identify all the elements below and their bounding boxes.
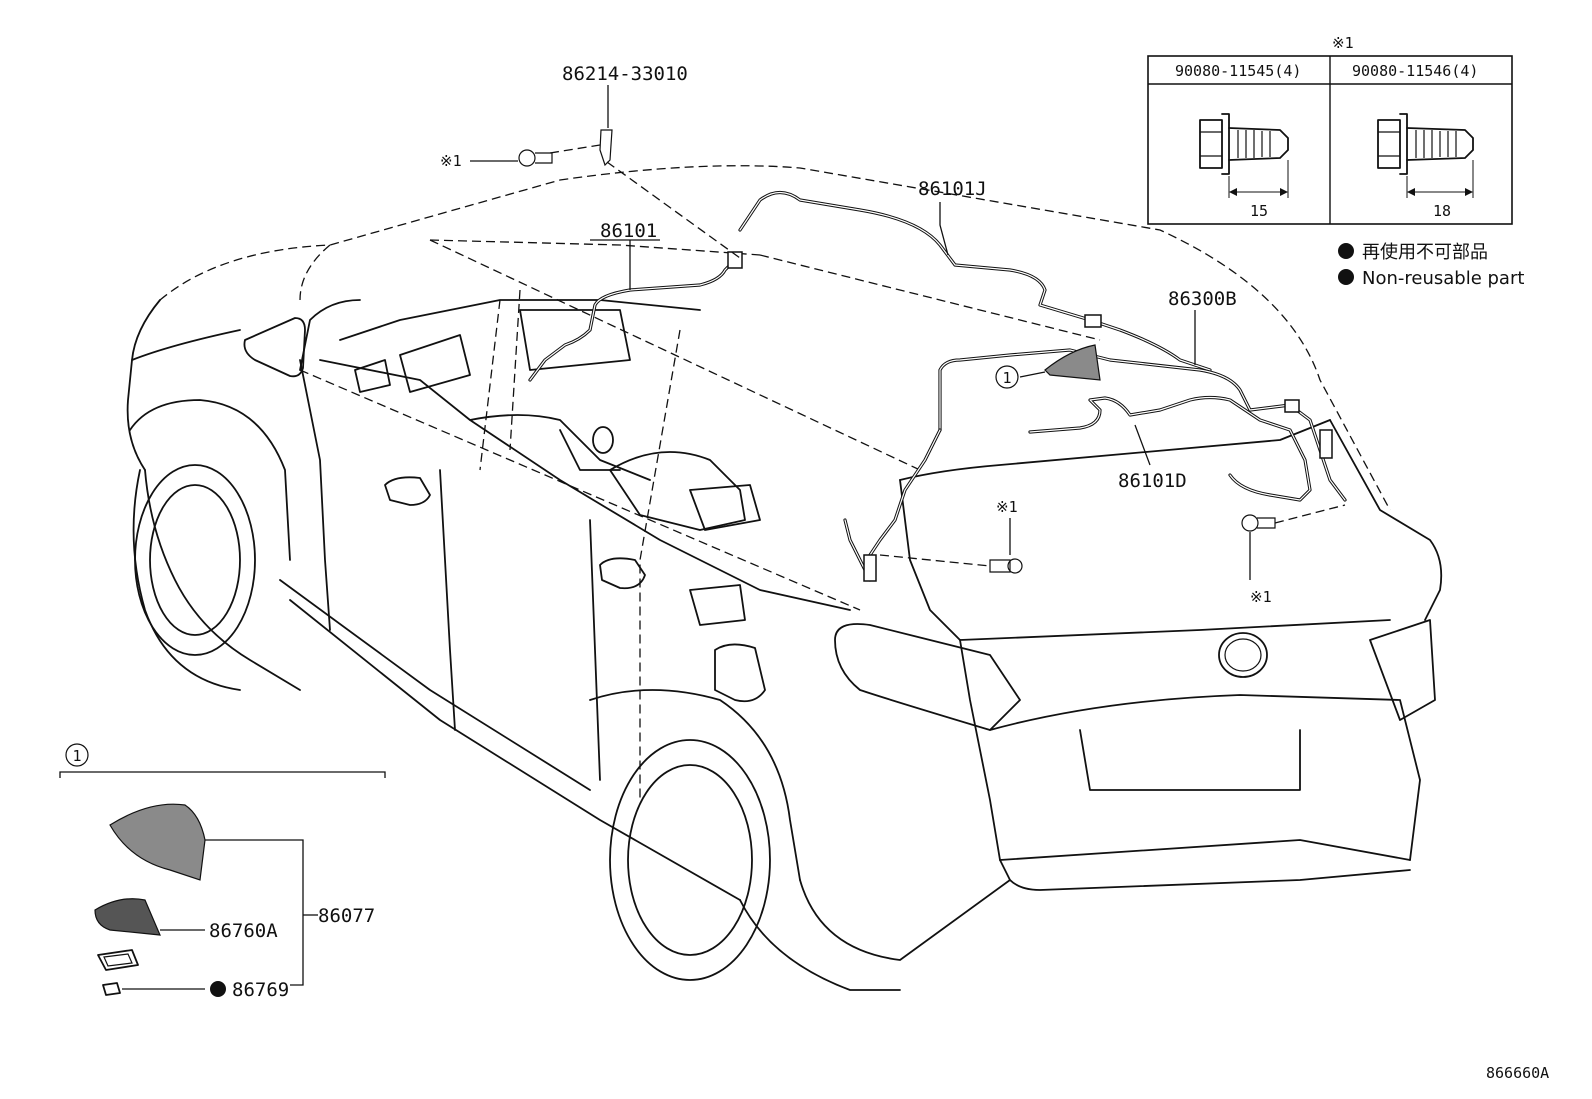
label-antenna-assy: 86077 xyxy=(318,905,375,927)
label-harness-d: 86101D xyxy=(1118,470,1187,492)
label-antenna-cover: 86760A xyxy=(209,920,278,942)
leader-lines xyxy=(470,85,1196,466)
antenna-cover-shape xyxy=(109,803,206,881)
wire-harness-routing xyxy=(528,190,1347,582)
bolt-table: ※1 90080-11545(4) 90080-11546(4) 15 xyxy=(1147,34,1513,225)
bolt-table-part-1: 90080-11545(4) xyxy=(1175,62,1301,80)
label-bolt-mark-rear: ※1 xyxy=(1250,588,1272,606)
callout-one-inset: 1 xyxy=(65,743,89,767)
antenna-exploded-view: 1 86077 86760A 86769 xyxy=(59,743,386,1001)
bolt-symbol-rear xyxy=(1241,504,1346,580)
label-bolt-mark-front: ※1 xyxy=(440,152,462,170)
label-bolt-mark-side: ※1 xyxy=(996,498,1018,516)
svg-text:1: 1 xyxy=(72,747,81,765)
label-harness-b: 86300B xyxy=(1168,288,1237,310)
bolt-table-mark: ※1 xyxy=(1332,34,1354,52)
label-harness-main: 86101 xyxy=(600,220,657,242)
legend-text-jp: 再使用不可部品 xyxy=(1362,242,1488,263)
label-harness-j: 86101J xyxy=(918,178,987,200)
bolt-symbol-front xyxy=(518,149,553,167)
antenna-pad-shape xyxy=(97,949,139,971)
svg-text:1: 1 xyxy=(1002,369,1011,387)
label-antenna-pad: 86769 xyxy=(232,979,289,1001)
legend-dot-jp xyxy=(1338,243,1354,259)
bracket-shape xyxy=(599,129,613,167)
vehicle-outline xyxy=(126,165,1443,991)
diagram-code: 866660A xyxy=(1486,1064,1549,1082)
non-reusable-dot-inset xyxy=(210,981,226,997)
callout-one-roof: 1 xyxy=(995,365,1019,389)
legend-text-en: Non-reusable part xyxy=(1362,268,1524,289)
bolt-table-part-2: 90080-11546(4) xyxy=(1352,62,1478,80)
legend: 再使用不可部品 Non-reusable part xyxy=(1338,242,1524,289)
legend-dot-en xyxy=(1338,269,1354,285)
bolt-drawing-1: 15 xyxy=(1199,113,1289,220)
roof-antenna-shape xyxy=(1044,344,1101,381)
bolt-drawing-2: 18 xyxy=(1377,113,1474,220)
bolt-symbol-side xyxy=(879,518,1023,574)
bolt-length-1: 15 xyxy=(1250,202,1268,220)
label-bracket-part: 86214-33010 xyxy=(562,63,688,85)
antenna-body-shape xyxy=(94,898,161,936)
antenna-nut-shape xyxy=(102,982,121,996)
bolt-length-2: 18 xyxy=(1433,202,1451,220)
